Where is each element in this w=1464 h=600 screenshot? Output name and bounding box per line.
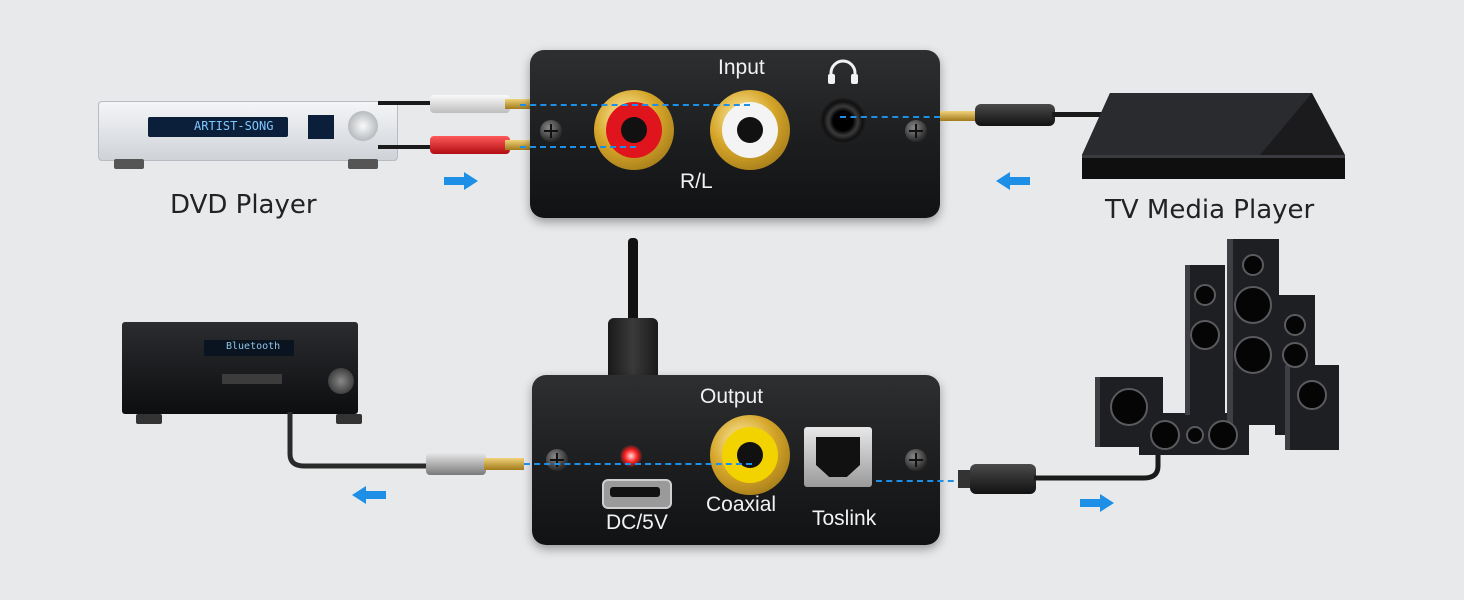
rca-plug-red: [430, 136, 510, 154]
coax-cable: [287, 412, 434, 469]
tv-media-player: [1082, 93, 1345, 179]
coaxial-label: Coaxial: [706, 493, 777, 516]
aux-plug: [940, 111, 976, 121]
rl-label: R/L: [680, 170, 713, 193]
aux-cable: [1052, 112, 1112, 117]
signal-line: [520, 146, 636, 148]
dvd-display-text: ARTIST-SONG: [194, 119, 274, 133]
arrow-right-icon: [1080, 494, 1114, 512]
dvd-player-label: DVD Player: [170, 190, 317, 220]
receiver-display-text: Bluetooth: [226, 341, 281, 352]
output-label: Output: [700, 385, 764, 408]
dc-label: DC/5V: [606, 511, 668, 534]
bottom-converter-box: Output DC/5V Coaxial Toslink: [532, 375, 940, 545]
arrow-left-icon: [352, 486, 386, 504]
screw-icon: [546, 449, 568, 471]
dvd-player: ARTIST-SONG: [98, 95, 398, 175]
av-receiver: Bluetooth: [122, 318, 362, 428]
rca-cable-white: [378, 101, 458, 105]
top-converter-box: Input R/L: [530, 50, 940, 218]
screw-icon: [905, 449, 927, 471]
toslink-plug: [958, 470, 972, 488]
signal-line: [840, 116, 940, 118]
power-led: [620, 445, 642, 467]
speaker-system: [1095, 239, 1339, 455]
headphone-icon: [828, 59, 858, 84]
tv-media-player-label: TV Media Player: [1105, 195, 1315, 225]
toslink-cable: [1034, 440, 1161, 481]
signal-line: [524, 463, 752, 465]
signal-line: [876, 480, 964, 482]
rca-plug-white: [430, 95, 510, 113]
toslink-label: Toslink: [812, 507, 877, 530]
screw-icon: [540, 120, 562, 142]
aux-jack: [820, 98, 866, 144]
rca-cable-red: [378, 145, 458, 149]
coax-plug: [426, 453, 486, 475]
arrow-left-icon: [996, 172, 1030, 190]
input-label: Input: [718, 56, 765, 79]
signal-line: [520, 104, 750, 106]
arrow-right-icon: [444, 172, 478, 190]
usb-cable: [628, 238, 638, 330]
screw-icon: [905, 120, 927, 142]
